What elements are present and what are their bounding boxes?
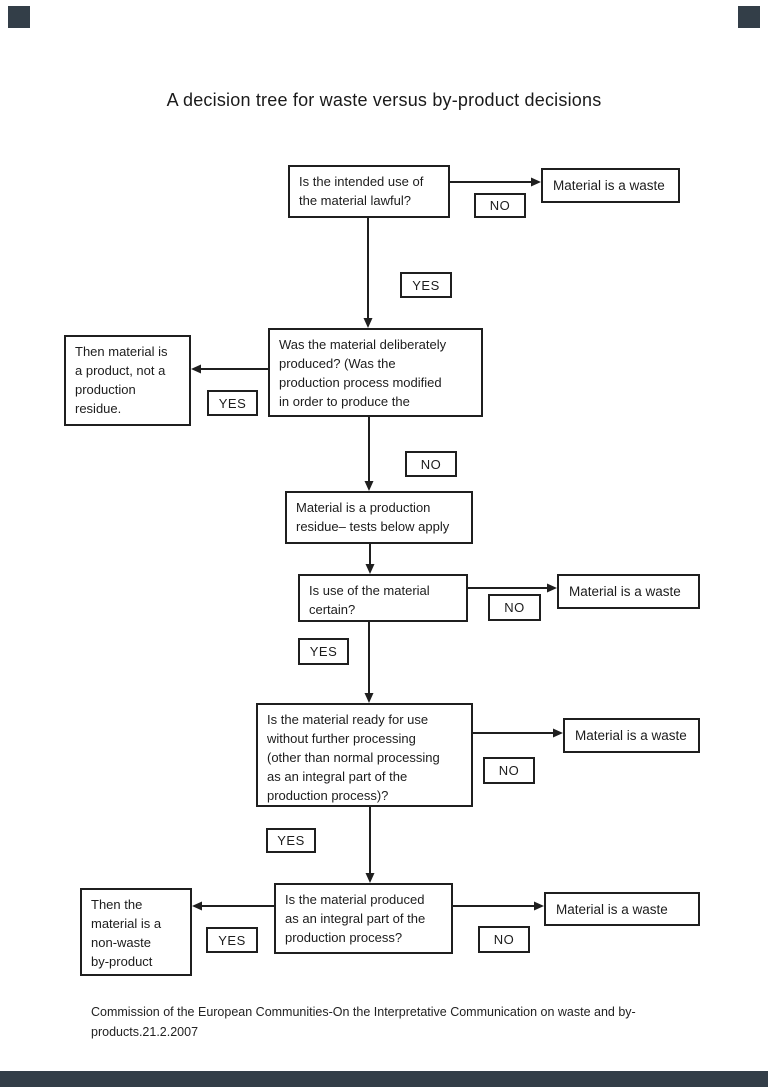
node-question-ready-for-use: Is the material ready for use without fu… (256, 703, 473, 807)
node-waste-3: Material is a waste (563, 718, 700, 753)
edge-label-no-5: NO (478, 926, 530, 953)
node-waste-1: Material is a waste (541, 168, 680, 203)
edge-label-yes-4: YES (266, 828, 316, 853)
node-production-residue: Material is a production residue– tests … (285, 491, 473, 544)
edge-label-yes-2: YES (207, 390, 258, 416)
source-citation: Commission of the European Communities-O… (91, 1005, 636, 1039)
edge-label-no-4: NO (483, 757, 535, 784)
node-waste-4: Material is a waste (544, 892, 700, 926)
edge-label-yes-5: YES (206, 927, 258, 953)
node-question-deliberately-produced: Was the material deliberately produced? … (268, 328, 483, 417)
player-bottom-bar (0, 1071, 768, 1087)
node-question-use-certain: Is use of the material certain? (298, 574, 468, 622)
diagram-title: A decision tree for waste versus by-prod… (166, 90, 602, 110)
player-corner-top-right (738, 6, 760, 28)
player-corner-top-left (8, 6, 30, 28)
node-result-byproduct: Then the material is a non-waste by-prod… (80, 888, 192, 976)
node-result-product: Then material is a product, not a produc… (64, 335, 191, 426)
edge-label-yes-3: YES (298, 638, 349, 665)
edge-label-no-2: NO (405, 451, 457, 477)
node-waste-2: Material is a waste (557, 574, 700, 609)
node-question-integral-part: Is the material produced as an integral … (274, 883, 453, 954)
edge-label-no-3: NO (488, 594, 541, 621)
edge-label-no-1: NO (474, 193, 526, 218)
node-question-lawful-use: Is the intended use of the material lawf… (288, 165, 450, 218)
edge-label-yes-1: YES (400, 272, 452, 298)
